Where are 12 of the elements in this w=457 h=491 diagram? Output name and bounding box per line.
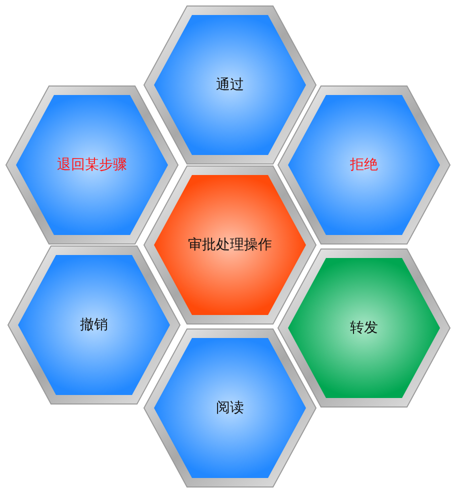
tile-label: 阅读 <box>216 399 244 417</box>
tile-label: 撤销 <box>80 316 108 334</box>
tile-label: 转发 <box>350 319 378 337</box>
tile-label: 审批处理操作 <box>188 236 272 254</box>
tile-label: 拒绝 <box>350 156 378 174</box>
hexagon-tile <box>277 248 451 408</box>
hexagon-tile <box>277 85 451 245</box>
hexagon-tile <box>5 85 179 245</box>
hexagon-tile <box>143 328 317 488</box>
tile-label: 通过 <box>216 76 244 94</box>
hexagon-tile <box>7 245 181 405</box>
tile-label: 退回某步骤 <box>57 156 127 174</box>
